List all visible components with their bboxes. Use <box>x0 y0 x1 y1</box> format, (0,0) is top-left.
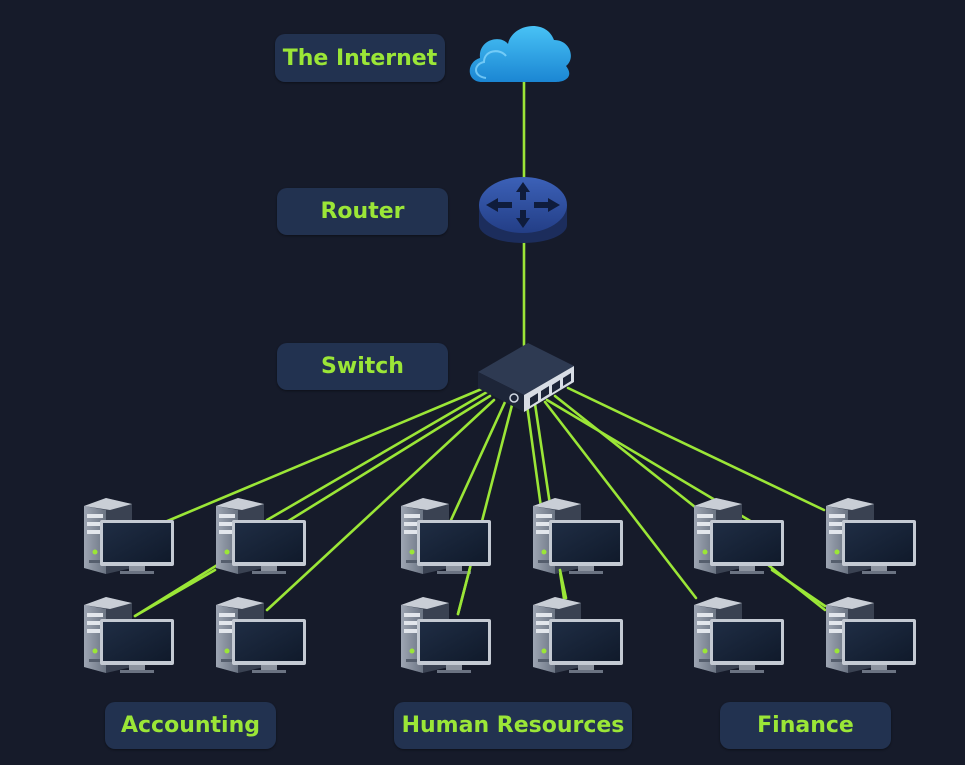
desktop-computer-icon <box>694 597 784 673</box>
link-switch-hr-pc1 <box>449 400 507 522</box>
desktop-computer-icon <box>401 498 491 574</box>
desktop-computer-icon <box>401 597 491 673</box>
router-icon <box>479 177 567 243</box>
link-switch-acc-pc3 <box>133 394 492 618</box>
desktop-computer-icon <box>533 498 623 574</box>
link-overlay-acc <box>133 568 217 618</box>
link-overlay-hr1 <box>456 566 472 616</box>
desktop-computer-icon <box>216 498 306 574</box>
switch-icon <box>478 343 574 412</box>
link-switch-fin-pc2 <box>566 386 826 512</box>
desktop-computer-icon <box>216 597 306 673</box>
desktop-computer-icon <box>533 597 623 673</box>
label-accounting: Accounting <box>105 702 276 749</box>
accounting-computers <box>84 498 306 673</box>
link-switch-acc-pc1 <box>163 386 486 524</box>
label-human-resources: Human Resources <box>394 702 632 749</box>
finance-computers <box>694 498 916 673</box>
desktop-computer-icon <box>84 597 174 673</box>
link-switch-acc-pc2 <box>265 390 489 522</box>
cloud-icon <box>469 26 571 82</box>
link-switch-acc-pc4 <box>265 398 496 612</box>
label-the-internet: The Internet <box>275 34 445 82</box>
desktop-computer-icon <box>826 597 916 673</box>
link-overlay-hr2 <box>558 568 568 600</box>
hr-computers <box>401 498 623 673</box>
link-switch-hr-pc3 <box>525 403 545 524</box>
link-overlay-fin <box>770 568 827 608</box>
desktop-computer-icon <box>84 498 174 574</box>
label-finance: Finance <box>720 702 891 749</box>
desktop-computer-icon <box>694 498 784 574</box>
label-switch: Switch <box>277 343 448 390</box>
label-router: Router <box>277 188 448 235</box>
overlay-links <box>133 566 827 618</box>
desktop-computer-icon <box>826 498 916 574</box>
link-switch-fin-pc3 <box>543 400 698 600</box>
